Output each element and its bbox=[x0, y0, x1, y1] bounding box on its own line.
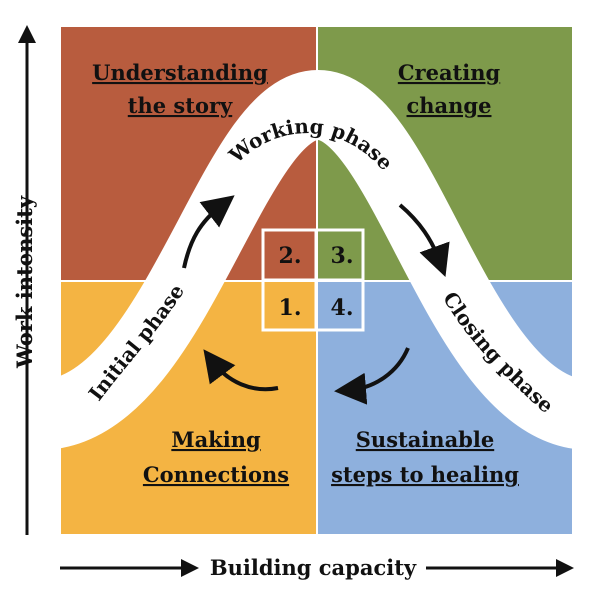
arrow-working-to-closing-icon bbox=[398, 203, 450, 278]
x-axis-label: Building capacity bbox=[210, 555, 417, 580]
quadrant-top-right-subtitle: change bbox=[407, 93, 492, 118]
quadrant-bottom-left-title: Making bbox=[171, 427, 261, 452]
number-3: 3. bbox=[331, 243, 354, 269]
quadrant-top-left-subtitle: the story bbox=[128, 93, 233, 118]
quadrant-bottom-right-title: Sustainable bbox=[356, 427, 494, 452]
quadrant-bottom-right-subtitle: steps to healing bbox=[331, 462, 519, 487]
bell-curve-band bbox=[37, 69, 594, 450]
number-2: 2. bbox=[279, 243, 302, 269]
arrow-initial-to-working-icon bbox=[182, 195, 235, 269]
number-1: 1. bbox=[279, 295, 302, 321]
y-axis-label: Work intensity bbox=[12, 195, 37, 369]
number-4: 4. bbox=[331, 295, 354, 321]
arrow-closing-to-sustainable-icon bbox=[334, 347, 410, 405]
quadrant-bottom-left-subtitle: Connections bbox=[143, 462, 289, 487]
quadrant-top-left-title: Understanding bbox=[92, 60, 268, 85]
phase-number-grid bbox=[261, 228, 365, 332]
arrow-bottom-left-return-icon bbox=[203, 349, 279, 392]
quadrant-top-right-title: Creating bbox=[398, 60, 501, 85]
